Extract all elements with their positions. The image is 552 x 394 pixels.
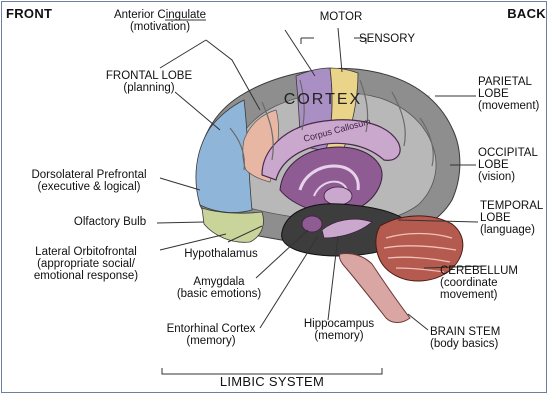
lateral-orbitofrontal-label: Lateral Orbitofrontal (appropriate socia…	[14, 246, 158, 282]
cerebellum-label: CEREBELLUM (coordinate movement)	[440, 265, 518, 301]
anterior-cingulate-label: Anterior Cingulate (motivation)	[97, 9, 223, 33]
front-label: FRONT	[6, 8, 52, 20]
olfactory-bulb-label: Olfactory Bulb	[62, 216, 158, 228]
brain-stem-label: BRAIN STEM (body basics)	[430, 326, 500, 350]
frontal-lobe-label: FRONTAL LOBE (planning)	[95, 70, 203, 94]
hypothalamus-label: Hypothalamus	[176, 248, 266, 260]
back-label: BACK	[492, 8, 546, 20]
amygdala	[302, 216, 322, 232]
limbic-system-label: LIMBIC SYSTEM	[202, 376, 342, 388]
dorsolateral-prefrontal-label: Dorsolateral Prefrontal (executive & log…	[14, 169, 164, 193]
amygdala-label: Amygdala (basic emotions)	[168, 276, 270, 300]
parietal-lobe-label: PARIETAL LOBE (movement)	[478, 76, 539, 112]
occipital-lobe-label: OCCIPITAL LOBE (vision)	[478, 147, 538, 183]
thalamus	[324, 187, 352, 205]
sensory-label: SENSORY	[352, 33, 422, 45]
temporal-lobe-label: TEMPORAL LOBE (language)	[480, 200, 543, 236]
entorhinal-cortex-label: Entorhinal Cortex (memory)	[156, 323, 266, 347]
motor-label: MOTOR	[306, 11, 376, 23]
cortex-label: CORTEX	[278, 94, 368, 106]
hippocampus-label: Hippocampus (memory)	[294, 318, 384, 342]
